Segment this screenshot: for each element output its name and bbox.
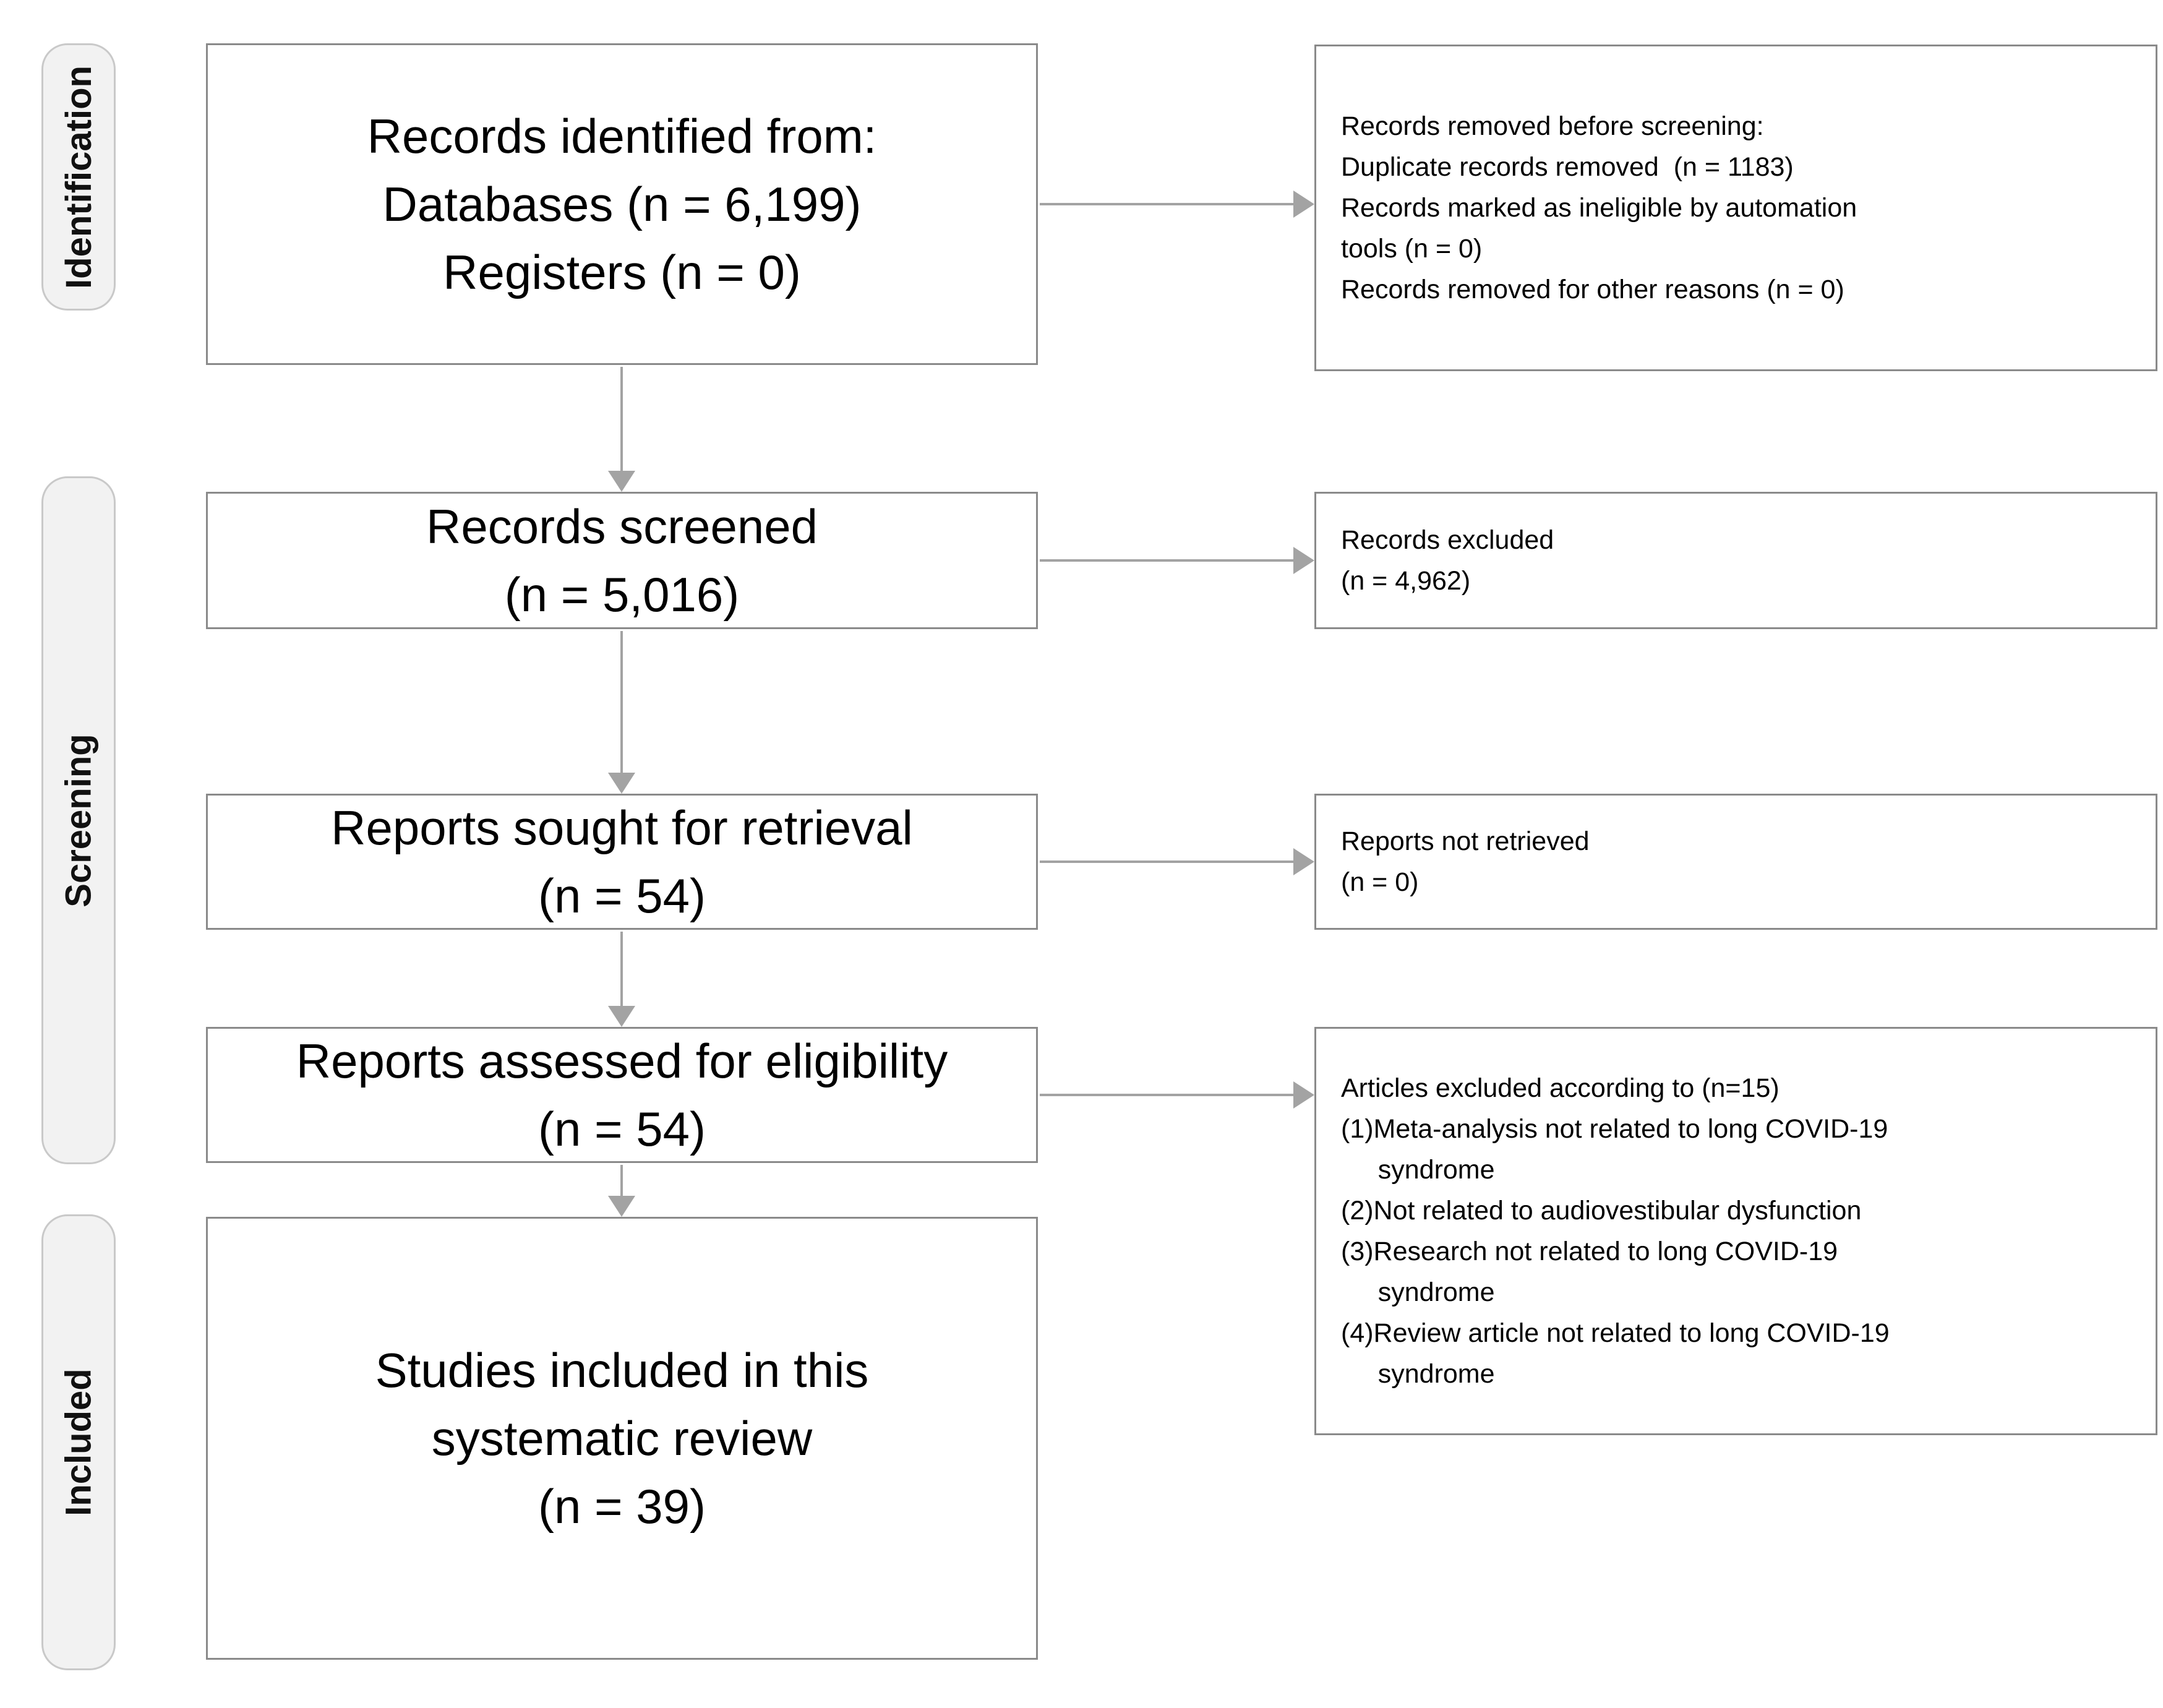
box-records-screened-text: Records screened (n = 5,016) (426, 499, 818, 622)
arrow-identified-to-screened-head-icon (608, 471, 635, 492)
arrow-assessed-to-included-line (620, 1165, 623, 1196)
box-records-identified: Records identified from: Databases (n = … (206, 43, 1038, 365)
stage-label-identification: Identification (41, 43, 116, 311)
arrow-screened-to-excluded-head-icon (1293, 547, 1314, 574)
arrow-identified-to-removed-line (1040, 203, 1293, 205)
box-reports-not-retrieved-text: Reports not retrieved (n = 0) (1341, 826, 1590, 897)
box-reports-assessed: Reports assessed for eligibility (n = 54… (206, 1027, 1038, 1163)
arrow-sought-to-assessed-line (620, 932, 623, 1006)
box-studies-included-text: Studies included in this systematic revi… (375, 1343, 869, 1534)
arrow-sought-to-not-retrieved-head-icon (1293, 848, 1314, 875)
arrow-screened-to-sought-line (620, 631, 623, 773)
arrow-assessed-to-articles-excluded-head-icon (1293, 1081, 1314, 1109)
box-records-excluded-text: Records excluded (n = 4,962) (1341, 525, 1554, 596)
box-reports-not-retrieved: Reports not retrieved (n = 0) (1314, 794, 2157, 930)
box-reports-sought-text: Reports sought for retrieval (n = 54) (331, 800, 913, 923)
box-records-screened: Records screened (n = 5,016) (206, 492, 1038, 629)
arrow-screened-to-excluded-line (1040, 559, 1293, 562)
arrow-sought-to-not-retrieved-line (1040, 860, 1293, 863)
stage-label-screening: Screening (41, 476, 116, 1164)
box-studies-included: Studies included in this systematic revi… (206, 1217, 1038, 1660)
box-records-excluded: Records excluded (n = 4,962) (1314, 492, 2157, 629)
box-reports-sought: Reports sought for retrieval (n = 54) (206, 794, 1038, 930)
stage-label-included-text: Included (58, 1368, 99, 1516)
arrow-screened-to-sought-head-icon (608, 773, 635, 794)
box-records-removed-before-screening: Records removed before screening: Duplic… (1314, 45, 2157, 371)
stage-label-included: Included (41, 1214, 116, 1670)
arrow-assessed-to-articles-excluded-line (1040, 1094, 1293, 1096)
box-records-identified-text: Records identified from: Databases (n = … (367, 109, 877, 299)
arrow-sought-to-assessed-head-icon (608, 1006, 635, 1027)
arrow-assessed-to-included-head-icon (608, 1196, 635, 1217)
stage-label-identification-text: Identification (58, 65, 99, 289)
stage-label-screening-text: Screening (58, 733, 99, 908)
arrow-identified-to-removed-head-icon (1293, 191, 1314, 218)
box-articles-excluded-text: Articles excluded according to (n=15) (1… (1341, 1073, 1890, 1389)
arrow-identified-to-screened-line (620, 367, 623, 471)
box-articles-excluded: Articles excluded according to (n=15) (1… (1314, 1027, 2157, 1435)
box-reports-assessed-text: Reports assessed for eligibility (n = 54… (296, 1034, 948, 1156)
box-records-removed-before-screening-text: Records removed before screening: Duplic… (1341, 111, 1857, 304)
